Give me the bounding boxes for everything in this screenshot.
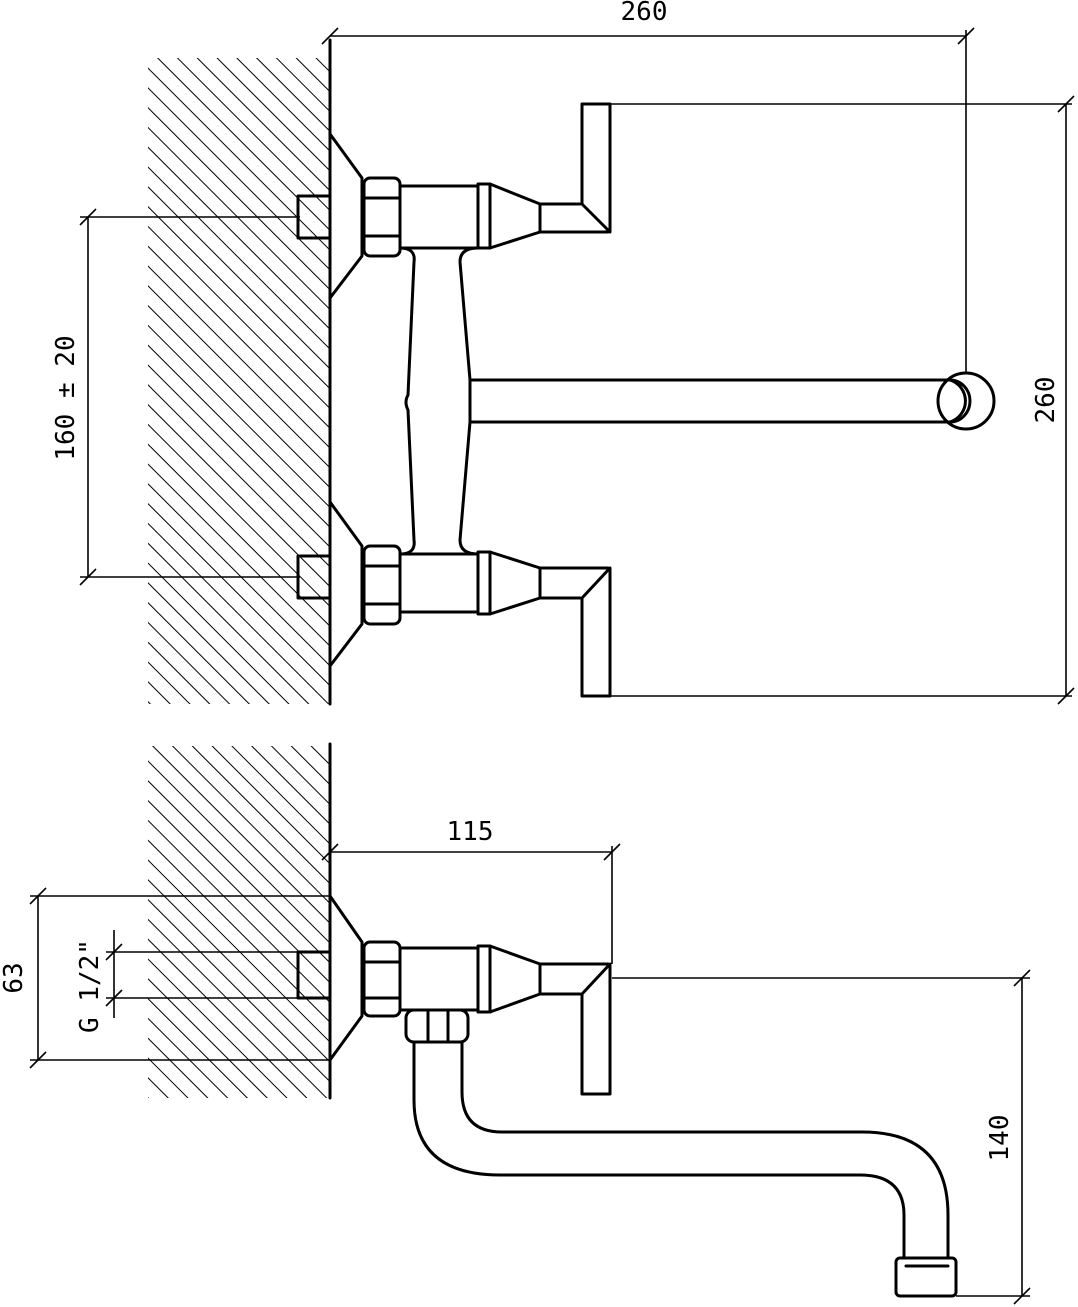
dim-spout-height-label: 140 xyxy=(985,1115,1015,1162)
dim-top-height-label: 260 xyxy=(1031,377,1061,424)
wall-hatch-side xyxy=(148,746,330,1098)
spout-top xyxy=(468,371,996,431)
side-view: 115 140 63 G 1/2" xyxy=(0,742,1031,1305)
dim-top-width-label: 260 xyxy=(621,0,668,27)
side-valve xyxy=(296,894,612,1096)
dimension-side-projection: 115 xyxy=(321,817,621,964)
top-view: 260 260 160 ± 20 xyxy=(51,0,1075,706)
aerator xyxy=(894,1256,958,1298)
dimension-thread: G 1/2" xyxy=(75,930,330,1033)
dim-side-projection-label: 115 xyxy=(447,817,494,847)
dimension-side-height: 63 xyxy=(0,887,330,1069)
lower-valve xyxy=(296,500,612,698)
dim-side-height-label: 63 xyxy=(0,962,29,993)
dimension-top-width: 260 xyxy=(321,0,975,374)
wall-hatch-top xyxy=(148,58,330,704)
dimension-top-height: 260 xyxy=(610,95,1075,705)
upper-valve xyxy=(296,102,612,300)
spout-side xyxy=(412,1040,950,1260)
dim-thread-label: G 1/2" xyxy=(75,939,105,1033)
dim-center-distance-label: 160 ± 20 xyxy=(51,335,81,460)
dimension-center-distance: 160 ± 20 xyxy=(51,208,300,586)
dimension-spout-height: 140 xyxy=(612,969,1031,1305)
spout-nut xyxy=(404,1008,470,1044)
mixer-body xyxy=(398,246,480,556)
